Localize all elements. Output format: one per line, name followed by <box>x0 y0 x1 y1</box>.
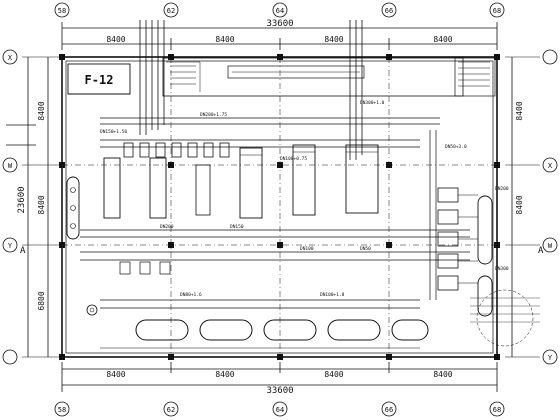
pump-row-top <box>123 142 230 158</box>
axis-label-66-top: 66 <box>385 7 393 15</box>
pipe-label: DN300 <box>495 266 509 272</box>
pipe-label: DN100+1.8 <box>320 292 345 298</box>
left-dim-1: 8400 <box>37 101 46 120</box>
axis-label-66-bottom: 66 <box>385 406 393 414</box>
pipe-label: DN200+1.75 <box>200 112 227 118</box>
axis-label-68-top: 68 <box>493 7 501 15</box>
riser-pipe-bundle <box>139 20 363 160</box>
bottom-bay-dim-1: 8400 <box>106 370 125 379</box>
bottom-bay-dim-2: 8400 <box>215 370 234 379</box>
right-axis-label-3: Y <box>548 354 553 362</box>
top-bay-dim-2: 8400 <box>215 35 234 44</box>
main-pipe-runs <box>80 117 470 349</box>
pipe-label: DN200 <box>160 224 174 230</box>
section-mark-right: A <box>538 246 544 256</box>
pipe-label: DN50+3.0 <box>445 144 467 150</box>
right-axis-label-2: W <box>548 242 553 250</box>
bottom-axis-bubbles: 58 62 64 66 68 <box>54 401 505 417</box>
right-dim-2: 8400 <box>515 195 524 214</box>
top-bay-dim-3: 8400 <box>324 35 343 44</box>
bottom-total-dim: 33600 <box>266 386 293 396</box>
pipe-label: DN300+1.0 <box>360 100 385 106</box>
right-axis-label-1: X <box>548 162 553 170</box>
pipe-label: DN150 <box>230 224 244 230</box>
right-dim-1: 8400 <box>515 101 524 120</box>
pipe-label: DN200 <box>495 186 509 192</box>
pipe-label: DN80+1.6 <box>180 292 202 298</box>
left-total-dim: 23600 <box>17 186 27 213</box>
left-axis-and-dims: X W Y 8400 23600 8400 6800 A <box>2 49 62 365</box>
vertical-vessels <box>103 144 379 219</box>
left-dim-2: 8400 <box>37 195 46 214</box>
room-tag: F-12 <box>67 63 131 95</box>
pipe-label: DN150+1.50 <box>100 129 127 135</box>
bottom-bay-dim-4: 8400 <box>433 370 452 379</box>
bottom-bay-dim-3: 8400 <box>324 370 343 379</box>
axis-label-62-bottom: 62 <box>167 406 175 414</box>
building-outline <box>59 54 500 360</box>
top-bay-dim-4: 8400 <box>433 35 452 44</box>
left-dim-3: 6800 <box>37 291 46 310</box>
room-title: F-12 <box>85 73 114 87</box>
top-dimension-chain: 33600 8400 8400 8400 8400 <box>61 19 498 50</box>
axis-label-64-top: 64 <box>276 7 284 15</box>
top-total-dim: 33600 <box>266 19 293 29</box>
pipe-label: DN100+0.75 <box>280 156 307 162</box>
pipe-label: DN100 <box>300 246 314 252</box>
left-axis-label-2: W <box>8 162 13 170</box>
left-tall-vessel <box>66 176 80 240</box>
left-axis-label-1: X <box>8 54 13 62</box>
top-axis-bubbles: 58 62 64 66 68 <box>54 2 505 18</box>
horizontal-tanks <box>135 319 429 341</box>
top-corridor <box>162 57 496 97</box>
pipe-label: DN50 <box>360 246 371 252</box>
top-bay-dim-1: 8400 <box>106 35 125 44</box>
axis-label-68-bottom: 68 <box>493 406 501 414</box>
axis-label-64-bottom: 64 <box>276 406 284 414</box>
right-equipment-column <box>437 187 493 317</box>
axis-label-58-bottom: 58 <box>58 406 66 414</box>
section-mark-left: A <box>20 246 26 256</box>
right-axis-and-dims: X W Y 8400 8400 A <box>505 49 558 365</box>
pipe-annotations: DN150+1.50 DN200+1.75 DN300+1.0 DN100+0.… <box>100 100 509 298</box>
left-axis-label-3: Y <box>8 242 13 250</box>
small-fittings <box>86 261 171 316</box>
axis-label-58-top: 58 <box>58 7 66 15</box>
detail-callout <box>470 289 540 347</box>
axis-label-62-top: 62 <box>167 7 175 15</box>
bottom-dimension-chain: 8400 8400 8400 8400 33600 <box>61 362 498 396</box>
